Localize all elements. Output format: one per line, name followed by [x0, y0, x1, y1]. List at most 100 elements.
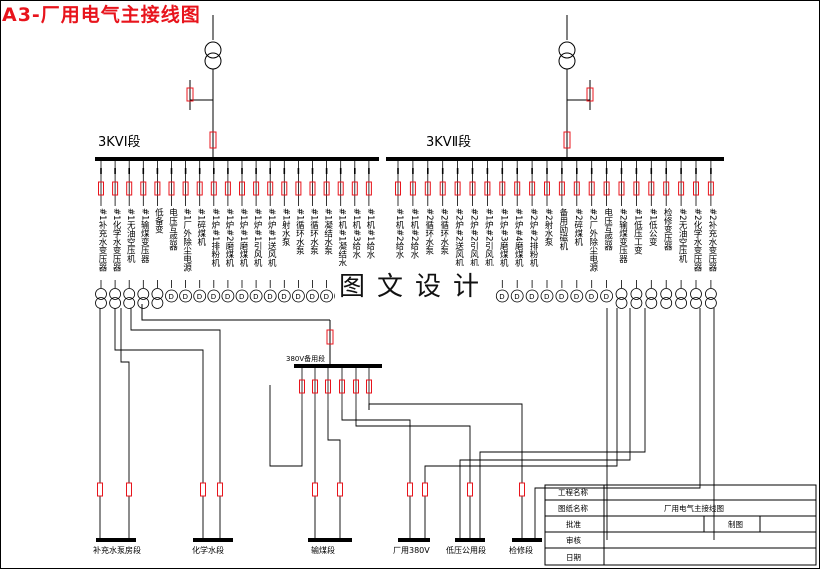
feeder-label: #2循环水泵	[424, 208, 434, 255]
breaker-icon	[588, 181, 595, 196]
breaker-icon	[168, 181, 175, 196]
load-bus-bars	[96, 538, 542, 542]
breaker-icon	[573, 181, 580, 196]
feeder-label: #2补充水变压器	[707, 208, 717, 273]
breaker-icon	[633, 181, 640, 196]
feeder-label: #2厂外除尘电源	[588, 208, 598, 273]
breaker-icon	[499, 181, 506, 196]
breaker-icon	[407, 482, 413, 497]
load-bus-labels: 补充水泵房段 化学水段 输煤段 厂用380V 低压公用段 检修段	[93, 545, 533, 555]
feeder-label: #1低压工变	[632, 208, 642, 256]
breaker-icon	[126, 181, 133, 196]
drawn-label: 制图	[728, 519, 743, 529]
breaker-icon	[295, 181, 302, 196]
motor-icon	[555, 289, 569, 303]
transformer-icon	[109, 288, 121, 300]
feeder-group-left: #1补充水变压器#1化学水变压器#1无油空压机#1输煤变压器低备变电压互感器D#…	[95, 161, 376, 309]
feeder: #2输煤变压器	[615, 161, 628, 309]
transformer-icon	[690, 288, 702, 300]
feeder-label: #2射水泵	[543, 208, 553, 246]
feeder-label: #1厂外除尘电源	[182, 208, 192, 273]
transformer-icon	[137, 288, 150, 300]
motor-icon	[600, 289, 613, 303]
feeder: #1低压工变	[630, 161, 643, 309]
breaker-icon	[365, 181, 372, 196]
bus-bar-left	[95, 157, 379, 161]
motor-glyph: D	[514, 293, 519, 301]
load-bus-bar-chem-water	[193, 538, 233, 542]
standby-section	[141, 304, 334, 367]
breaker-icon	[663, 181, 670, 196]
feeder-label: #1输煤变压器	[139, 208, 149, 264]
feeder-label: #2炉#2送风机	[454, 208, 464, 268]
feeder: #2补充水变压器	[705, 161, 717, 309]
feeder-label: 低备变	[153, 207, 163, 234]
feeder-label: #1机#1给水	[365, 208, 375, 259]
motor-glyph: D	[239, 293, 244, 301]
breaker-icon	[422, 482, 428, 497]
feeder: #2无油空压机	[675, 161, 687, 309]
transformer-icon	[660, 288, 673, 300]
motor-glyph: D	[253, 293, 258, 301]
load-bus-label: 化学水段	[192, 545, 224, 555]
feeder-label: #1炉#2磨煤机	[224, 208, 234, 268]
cable-routing	[99, 308, 715, 540]
breaker-icon	[253, 181, 260, 196]
feeder-label: #1循环水泵	[294, 208, 304, 255]
date-label: 日期	[566, 553, 581, 562]
breaker-icon	[112, 181, 119, 196]
breaker-icon	[366, 379, 372, 394]
motor-icon	[306, 289, 319, 303]
transformer-icon	[123, 288, 136, 300]
breaker-icon	[351, 181, 358, 196]
transformer-icon	[675, 288, 687, 300]
feeder-label: #1无油空压机	[125, 208, 135, 264]
breaker-icon	[299, 379, 305, 394]
load-bus-breakers	[97, 482, 525, 497]
breaker-icon	[239, 181, 245, 196]
load-bus-label: 检修段	[509, 545, 533, 555]
breaker-icon	[519, 482, 525, 497]
transformer-icon	[95, 288, 107, 300]
load-bus-label: 输煤段	[311, 545, 335, 555]
breaker-icon	[267, 181, 274, 196]
standby-feeder	[366, 368, 372, 410]
watermark: 图文设计	[335, 266, 496, 303]
motor-glyph: D	[169, 293, 174, 301]
motor-icon	[525, 289, 539, 303]
load-bus-bar-makeup-pump	[96, 538, 136, 542]
feeder-label: 检修变压器	[662, 207, 672, 251]
feeder-label: #2循环水泵	[439, 208, 449, 255]
motor-icon	[585, 289, 599, 303]
feeder-label: #2炉#2引风机	[469, 208, 479, 268]
breaker-icon	[544, 181, 550, 196]
breaker-icon	[484, 181, 491, 196]
load-bus-bar-380v	[398, 538, 430, 542]
breaker-icon	[678, 181, 685, 196]
breaker-icon	[309, 181, 316, 196]
feeder-label: #1机#1凝结水泵	[337, 208, 347, 276]
motor-glyph: D	[295, 293, 300, 301]
motor-glyph: D	[324, 293, 329, 301]
feeder-label: 电压互感器	[603, 207, 613, 251]
load-bus-bar-low-public	[455, 538, 485, 542]
standby-feeder	[339, 368, 345, 410]
motor-icon	[193, 289, 207, 303]
feeder: #1循环水泵 D	[291, 161, 305, 303]
standby-feeder	[312, 368, 318, 410]
load-bus-bar-coal	[308, 538, 352, 542]
feeder-label: #1机#3给水	[351, 208, 361, 259]
breaker-icon	[98, 181, 104, 196]
breaker-icon	[323, 181, 330, 196]
